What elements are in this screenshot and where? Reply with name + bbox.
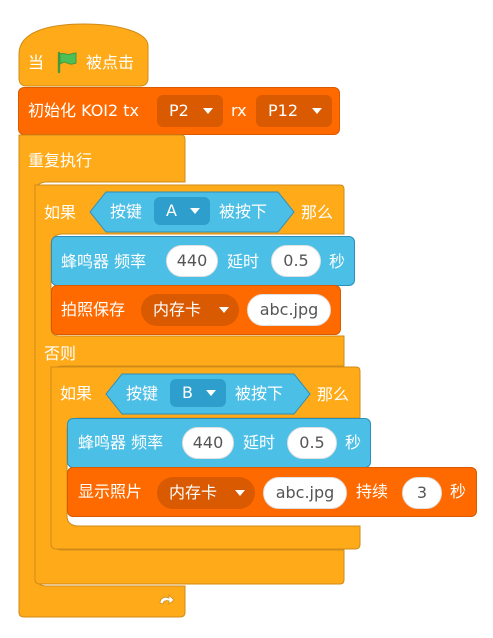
buzzer2-delay-label: 延时 (243, 433, 276, 452)
photo-filename-input[interactable]: abc.jpg (247, 294, 331, 326)
buzzer2-delay-input[interactable]: 0.5 (287, 427, 337, 459)
key-a-dropdown[interactable]: A (154, 197, 210, 225)
buzzer1-sec-label: 秒 (329, 252, 346, 271)
loop-arrow-icon (159, 594, 175, 605)
green-flag-icon (57, 51, 77, 74)
if1-pressed-label: 被按下 (219, 202, 268, 221)
show-duration-label: 持续 (356, 482, 389, 501)
init-label: 初始化 KOI2 tx (28, 101, 140, 120)
buzzer1-delay-input[interactable]: 0.5 (271, 245, 321, 277)
show-storage-dropdown[interactable]: 内存卡 (157, 477, 255, 509)
chevron-down-icon (206, 390, 216, 396)
buzzer2-label: 蜂鸣器 频率 (78, 433, 164, 452)
buzzer2-sec-label: 秒 (345, 433, 362, 452)
if1-then-label: 那么 (301, 203, 334, 222)
chevron-down-icon (203, 108, 213, 114)
if1-key-label: 按键 (110, 202, 143, 221)
if1-else-label: 否则 (44, 344, 77, 363)
if2-then-label: 那么 (317, 385, 350, 404)
show-sec-label: 秒 (450, 482, 467, 501)
buzzer2-freq-input[interactable]: 440 (182, 427, 234, 459)
rx-pin-dropdown[interactable]: P12 (256, 95, 332, 127)
show-photo-label: 显示照片 (78, 482, 143, 501)
hat-clicked-label: 被点击 (86, 53, 135, 72)
show-filename-input[interactable]: abc.jpg (263, 477, 347, 509)
buzzer1-label: 蜂鸣器 频率 (61, 252, 147, 271)
chevron-down-icon (190, 208, 200, 214)
photo-storage-dropdown[interactable]: 内存卡 (141, 294, 239, 326)
photo-save-label: 拍照保存 (61, 300, 126, 319)
hat-when-label: 当 (28, 53, 45, 72)
tx-pin-dropdown[interactable]: P2 (157, 95, 223, 127)
chevron-down-icon (312, 108, 322, 114)
if1-if-label: 如果 (44, 203, 77, 222)
show-duration-input[interactable]: 3 (402, 477, 442, 509)
buzzer1-delay-label: 延时 (227, 252, 260, 271)
rx-label: rx (231, 101, 247, 120)
hat-block[interactable] (18, 22, 152, 88)
if2-pressed-label: 被按下 (235, 384, 284, 403)
if2-if-label: 如果 (60, 384, 93, 403)
chevron-down-icon (235, 490, 245, 496)
buzzer1-freq-input[interactable]: 440 (166, 245, 218, 277)
if2-key-label: 按键 (126, 384, 159, 403)
chevron-down-icon (219, 307, 229, 313)
key-b-dropdown[interactable]: B (170, 379, 226, 407)
forever-label: 重复执行 (28, 151, 93, 170)
